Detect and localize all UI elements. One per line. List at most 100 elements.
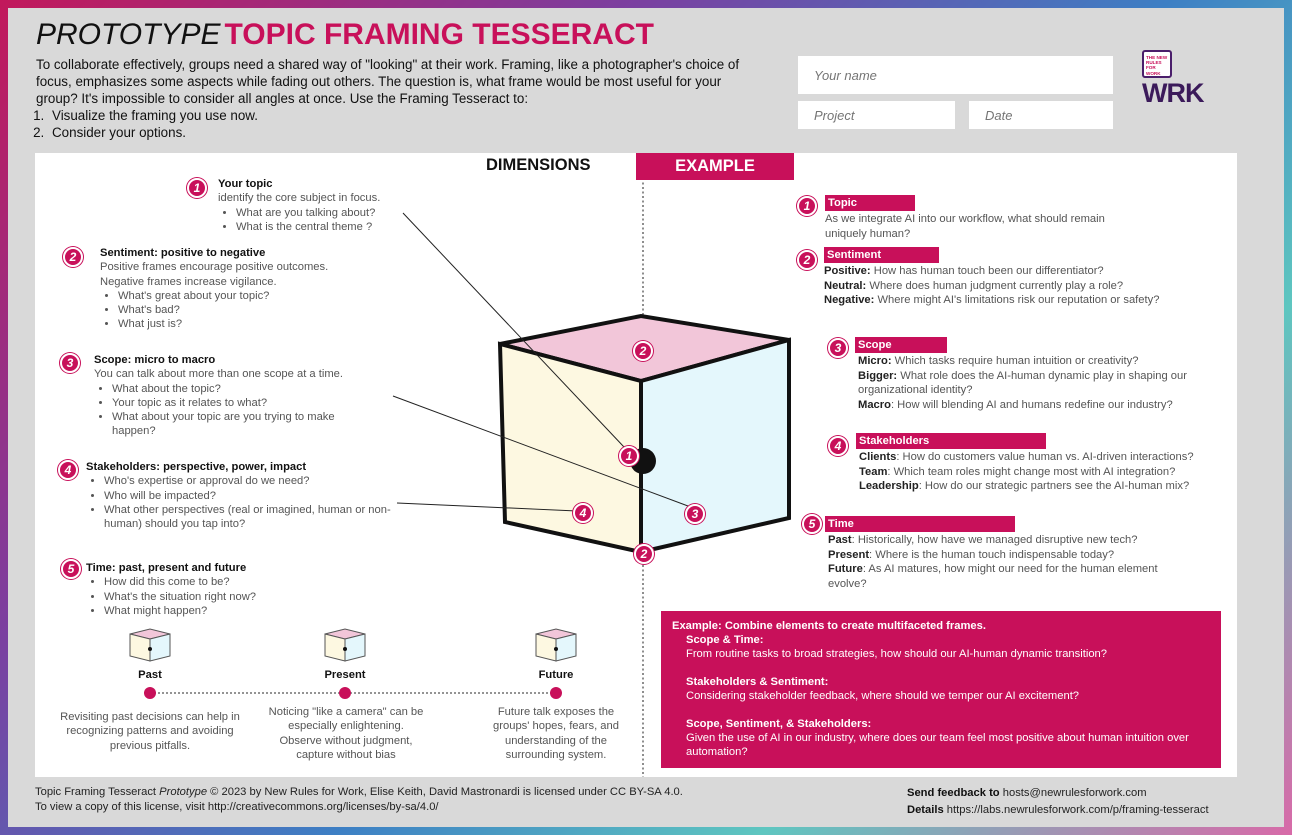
example-time: Time Past: Historically, how have we man…: [825, 516, 1195, 591]
example-title: Topic: [825, 195, 915, 212]
combine-item-title: Scope, Sentiment, & Stakeholders:: [686, 718, 872, 730]
intro-step: Consider your options.: [48, 124, 756, 141]
timeline-label-future: Future: [538, 669, 574, 681]
timeline-dot-past: [144, 687, 156, 699]
timeline-dot-present: [339, 687, 351, 699]
mini-cube-future: [535, 628, 577, 662]
combine-item-text: From routine tasks to broad strategies, …: [686, 648, 1107, 660]
example-key: Present: [828, 548, 870, 561]
example-value: : Historically, how have we managed disr…: [851, 534, 1138, 547]
example-value: : How will blending AI and humans redefi…: [890, 398, 1173, 411]
example-key: Leadership: [859, 480, 919, 493]
example-value: Where might AI's limitations risk our re…: [874, 294, 1160, 307]
license-part: © 2023 by New Rules for Work, Elise Keit…: [35, 786, 683, 813]
logo-mark: WRK: [1142, 78, 1204, 108]
ex-badge-1: 1: [797, 196, 817, 216]
dimension-sentiment: Sentiment: positive to negative Positive…: [100, 246, 360, 332]
dimension-bullet: What other perspectives (real or imagine…: [104, 503, 399, 532]
dimension-bullet: What just is?: [118, 317, 360, 331]
title-prefix: PROTOTYPE: [36, 18, 221, 51]
example-value: : Which team roles might change most wit…: [887, 465, 1176, 478]
dim-badge-2: 2: [63, 247, 83, 267]
cube-right-face: [639, 337, 791, 555]
example-key: Past: [828, 534, 852, 547]
dimension-bullet: What is the central theme ?: [236, 220, 418, 234]
example-key: Clients: [859, 451, 897, 464]
example-value: What role does the AI-human dynamic play…: [858, 369, 1187, 397]
leader-line-topic: [402, 212, 625, 448]
dimension-time: Time: past, present and future How did t…: [86, 561, 346, 618]
example-value: : Where is the human touch indispensable…: [869, 548, 1115, 561]
dimension-bullet: Your topic as it relates to what?: [112, 396, 372, 410]
dimension-bullet: Who will be impacted?: [104, 489, 399, 503]
timeline-desc-past: Revisiting past decisions can help in re…: [60, 711, 240, 752]
leader-line-scope: [392, 395, 689, 507]
example-heading: EXAMPLE: [636, 153, 794, 180]
dimension-bullet: What might happen?: [104, 604, 346, 618]
feedback-label: Send feedback to: [907, 787, 1000, 799]
intro-step: Visualize the framing you use now.: [48, 107, 756, 124]
feedback-details: Send feedback to hosts@newrulesforwork.c…: [907, 785, 1209, 819]
dim-badge-3: 3: [60, 353, 80, 373]
example-key: Neutral:: [824, 279, 867, 292]
example-title: Scope: [855, 337, 947, 354]
title-main: TOPIC FRAMING TESSERACT: [224, 18, 654, 51]
dimension-title: Stakeholders: perspective, power, impact: [86, 461, 307, 473]
example-title: Time: [825, 516, 1015, 533]
feedback-email-link[interactable]: hosts@newrulesforwork.com: [999, 787, 1147, 799]
date-field[interactable]: [969, 101, 1113, 129]
wrk-logo: THE NEW RULES FOR WORK WRK: [1142, 50, 1212, 112]
cube-badge-stakeholders: 4: [573, 503, 593, 523]
example-stakeholders: Stakeholders Clients: How do customers v…: [856, 433, 1226, 494]
example-scope: Scope Micro: Which tasks require human i…: [855, 337, 1205, 412]
intro-paragraph: To collaborate effectively, groups need …: [36, 57, 740, 106]
mini-cube-past: [129, 628, 171, 662]
dimension-bullet: What about the topic?: [112, 382, 372, 396]
dimension-title: Sentiment: positive to negative: [100, 247, 266, 259]
example-key: Positive:: [824, 265, 871, 278]
mini-cube-present: [324, 628, 366, 662]
license-part: Prototype: [159, 786, 208, 798]
example-value: Which tasks require human intuition or c…: [891, 355, 1139, 368]
license-text: Topic Framing Tesseract Prototype © 2023…: [35, 785, 695, 815]
dimension-bullet: What are you talking about?: [236, 206, 418, 220]
combine-heading: Example: Combine elements to create mult…: [672, 620, 986, 632]
ex-badge-2: 2: [797, 250, 817, 270]
dimension-desc: Positive frames encourage positive outco…: [100, 261, 329, 288]
ex-badge-3: 3: [828, 338, 848, 358]
dimension-scope: Scope: micro to macro You can talk about…: [94, 353, 374, 439]
dimension-bullet: Who's expertise or approval do we need?: [104, 474, 399, 488]
dimension-topic: Your topic identify the core subject in …: [218, 177, 418, 234]
example-title: Sentiment: [824, 247, 939, 264]
dimension-title: Scope: micro to macro: [94, 354, 216, 366]
dimension-bullet: What's the situation right now?: [104, 590, 346, 604]
name-field[interactable]: [798, 56, 1113, 94]
dimensions-heading: DIMENSIONS: [486, 156, 591, 174]
project-field[interactable]: [798, 101, 955, 129]
example-key: Micro:: [858, 355, 892, 368]
dimension-stakeholders: Stakeholders: perspective, power, impact…: [86, 460, 396, 531]
dim-badge-5: 5: [61, 559, 81, 579]
example-topic: Topic As we integrate AI into our workfl…: [825, 195, 1115, 241]
dimension-desc: identify the core subject in focus.: [218, 192, 381, 205]
dim-badge-1: 1: [187, 178, 207, 198]
example-key: Future: [828, 563, 863, 576]
ex-badge-5: 5: [802, 514, 822, 534]
intro-text: To collaborate effectively, groups need …: [36, 56, 756, 141]
example-sentiment: Sentiment Positive: How has human touch …: [824, 247, 1224, 308]
details-url-link[interactable]: https://labs.newrulesforwork.com/p/frami…: [943, 804, 1209, 816]
combine-item-title: Stakeholders & Sentiment:: [686, 676, 829, 688]
example-text: As we integrate AI into our workflow, wh…: [825, 213, 1105, 240]
leader-line-stakeholders: [396, 502, 578, 512]
dimension-title: Time: past, present and future: [86, 562, 247, 574]
example-value: Where does human judgment currently play…: [866, 279, 1124, 292]
example-key: Macro: [858, 398, 891, 411]
combine-item-text: Considering stakeholder feedback, where …: [686, 690, 1080, 702]
cube-badge-sentiment-top: 2: [633, 341, 653, 361]
cube-badge-sentiment-bottom: 2: [634, 544, 654, 564]
dim-badge-4: 4: [58, 460, 78, 480]
license-part: Topic Framing Tesseract: [35, 786, 160, 798]
example-value: : How do customers value human vs. AI-dr…: [896, 451, 1194, 464]
dimension-desc: You can talk about more than one scope a…: [94, 368, 343, 381]
logo-small-text: THE NEW RULES FOR WORK: [1142, 50, 1172, 78]
